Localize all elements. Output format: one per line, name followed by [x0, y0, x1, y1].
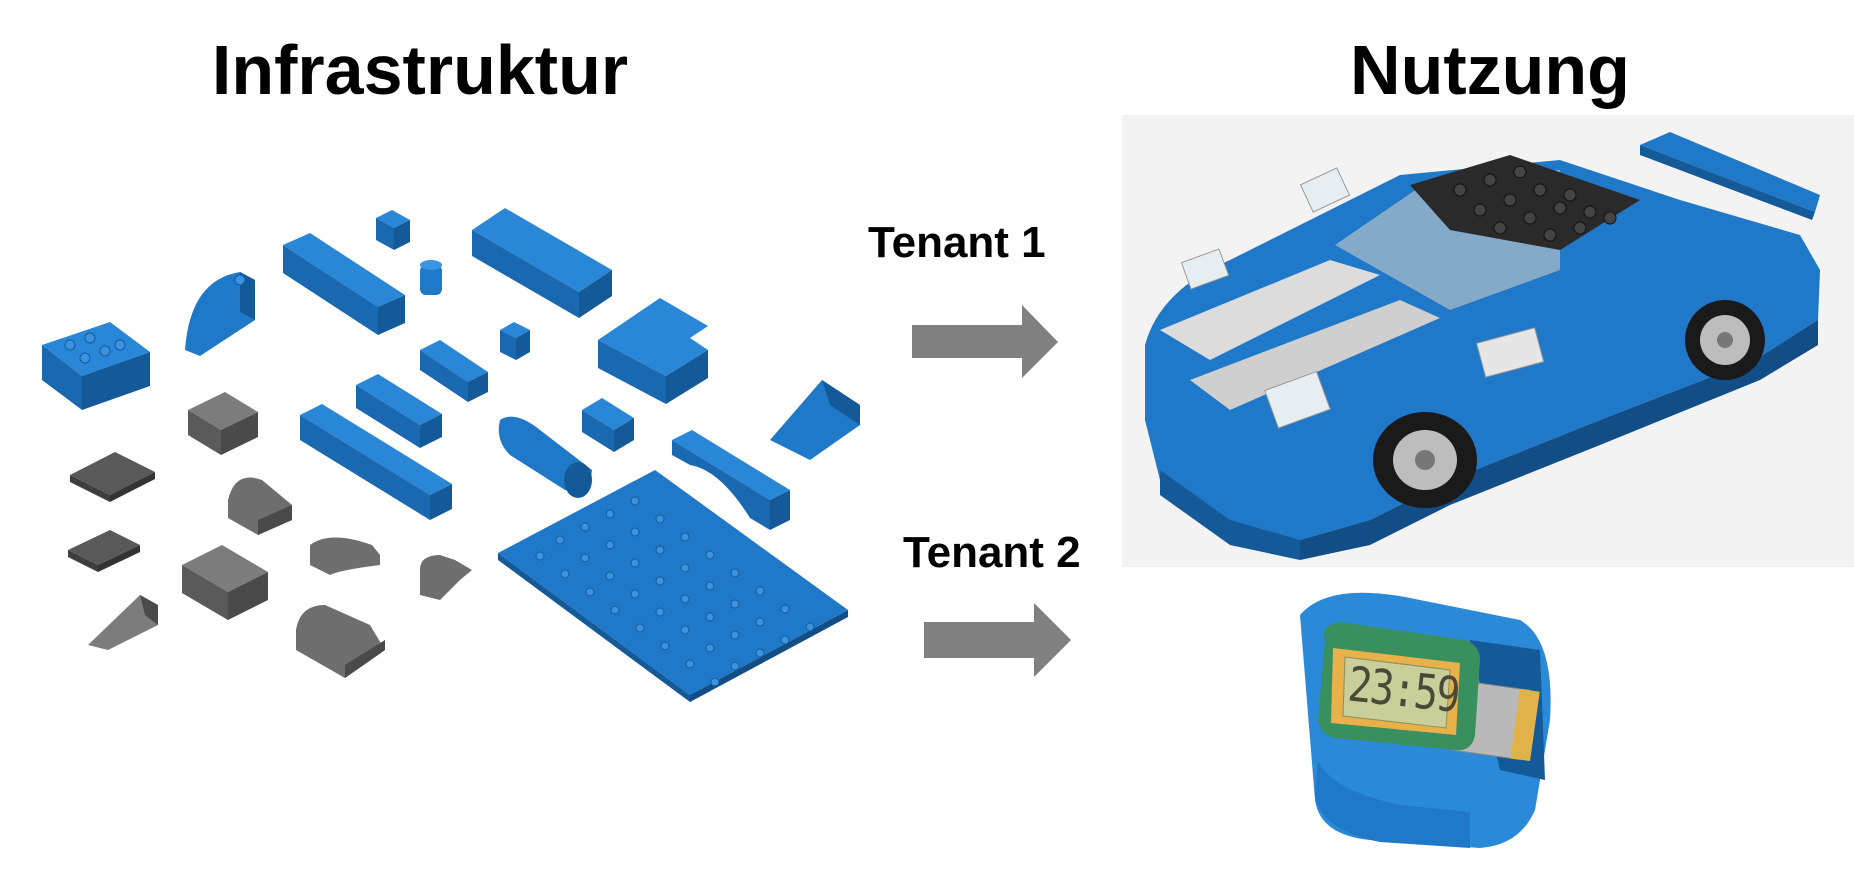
- arrow-right-icon: [912, 305, 1058, 378]
- blue-cylinder-brick: [498, 416, 592, 498]
- blue-medium-brick: [420, 340, 488, 402]
- lego-car-illustration: [1145, 132, 1820, 560]
- blue-medium-brick: [356, 374, 442, 448]
- gray-small-brick: [420, 555, 472, 600]
- blue-small-brick: [582, 398, 634, 452]
- tenant-1-label: Tenant 1: [868, 218, 1046, 267]
- gray-brick: [188, 392, 258, 455]
- infrastructure-title: Infrastruktur: [211, 31, 629, 109]
- watch-display: 23:59: [1345, 657, 1461, 724]
- blue-slope-brick: [770, 380, 860, 460]
- tenant-2-label: Tenant 2: [903, 528, 1081, 577]
- blue-corner-brick: [598, 298, 708, 404]
- blue-curved-brick: [185, 272, 255, 356]
- blue-long-brick: [283, 233, 405, 335]
- gray-curved-brick: [228, 477, 292, 535]
- gray-brick: [182, 545, 268, 620]
- blue-arch-brick: [672, 430, 790, 530]
- blue-long-brick: [300, 404, 452, 520]
- car-wheel: [1373, 412, 1477, 508]
- gray-brick: [70, 452, 155, 502]
- gray-plate: [68, 530, 140, 572]
- blue-tiny-brick: [500, 322, 530, 360]
- gray-arc-brick: [310, 537, 380, 575]
- usage-title: Nutzung: [1350, 31, 1630, 109]
- blue-small-brick: [376, 210, 410, 250]
- blue-baseplate: [498, 470, 848, 702]
- blue-round-brick: [420, 260, 442, 295]
- blue-wide-brick: [472, 208, 612, 318]
- lego-bricks-illustration: [42, 208, 860, 702]
- gray-slope-brick: [88, 595, 158, 650]
- car-wheel: [1685, 300, 1765, 380]
- gray-curved-brick: [296, 605, 385, 678]
- lego-watch-illustration: [1300, 592, 1551, 848]
- blue-brick: [42, 322, 150, 410]
- arrow-right-icon: [924, 603, 1071, 677]
